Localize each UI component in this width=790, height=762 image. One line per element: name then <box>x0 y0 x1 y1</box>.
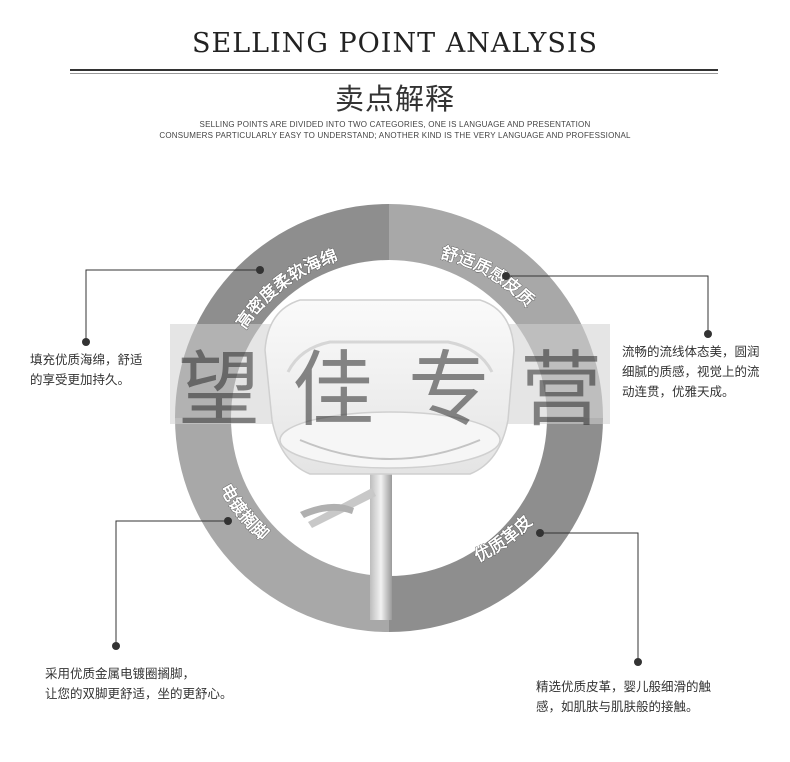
leader-line-bottom-right <box>540 532 639 660</box>
stool-pole <box>370 470 392 620</box>
leader-dot-top-left-start <box>256 266 264 274</box>
bar-stool-image <box>264 299 515 620</box>
title-divider-thin <box>70 73 718 74</box>
description-line: 采用优质金属电镀圈搁脚， <box>45 666 196 681</box>
description-line: 感，如肌肤与肌肤般的接触。 <box>536 699 699 714</box>
description-line: 精选优质皮革，婴儿般细滑的触 <box>536 679 712 694</box>
description-top-left: 填充优质海绵，舒适 的享受更加持久。 <box>30 350 143 390</box>
tagline-line-1: SELLING POINTS ARE DIVIDED INTO TWO CATE… <box>199 120 591 129</box>
leader-line-top-right <box>506 275 709 334</box>
description-bottom-right: 精选优质皮革，婴儿般细滑的触 感，如肌肤与肌肤般的接触。 <box>536 677 711 717</box>
description-line: 的享受更加持久。 <box>30 372 131 387</box>
leader-dot-top-right-end <box>704 330 712 338</box>
tagline-line-2: CONSUMERS PARTICULARLY EASY TO UNDERSTAN… <box>159 131 631 140</box>
description-line: 流畅的流线体态美，圆润 <box>622 344 760 359</box>
watermark-char-4: 营 <box>520 343 602 438</box>
watermark-char-1: 望 <box>178 343 260 438</box>
leader-dot-bottom-right-end <box>634 658 642 666</box>
leader-dot-bottom-left-end <box>112 642 120 650</box>
watermark-char-3: 专 <box>408 343 490 438</box>
leader-dot-bottom-left-start <box>224 517 232 525</box>
watermark: 望 佳 专 营 <box>178 343 602 438</box>
description-line: 让您的双脚更舒适，坐的更舒心。 <box>45 686 233 701</box>
title-divider <box>70 69 718 71</box>
leader-dot-bottom-right-start <box>536 529 544 537</box>
page-subtitle: 卖点解释 <box>334 82 455 116</box>
leader-line-bottom-left <box>115 520 228 644</box>
leader-dot-top-right-start <box>502 272 510 280</box>
leader-lines <box>85 269 709 660</box>
leader-dot-top-left-end <box>82 338 90 346</box>
watermark-char-2: 佳 <box>292 343 374 438</box>
leader-dots <box>82 266 712 666</box>
page-title: SELLING POINT ANALYSIS <box>192 28 598 59</box>
description-line: 细腻的质感，视觉上的流 <box>622 364 760 379</box>
leader-line-top-left <box>85 269 260 340</box>
description-top-right: 流畅的流线体态美，圆润 细腻的质感，视觉上的流 动连贯，优雅天成。 <box>622 342 760 402</box>
description-line: 填充优质海绵，舒适 <box>30 352 143 367</box>
description-line: 动连贯，优雅天成。 <box>622 384 735 399</box>
description-bottom-left: 采用优质金属电镀圈搁脚， 让您的双脚更舒适，坐的更舒心。 <box>45 664 233 704</box>
